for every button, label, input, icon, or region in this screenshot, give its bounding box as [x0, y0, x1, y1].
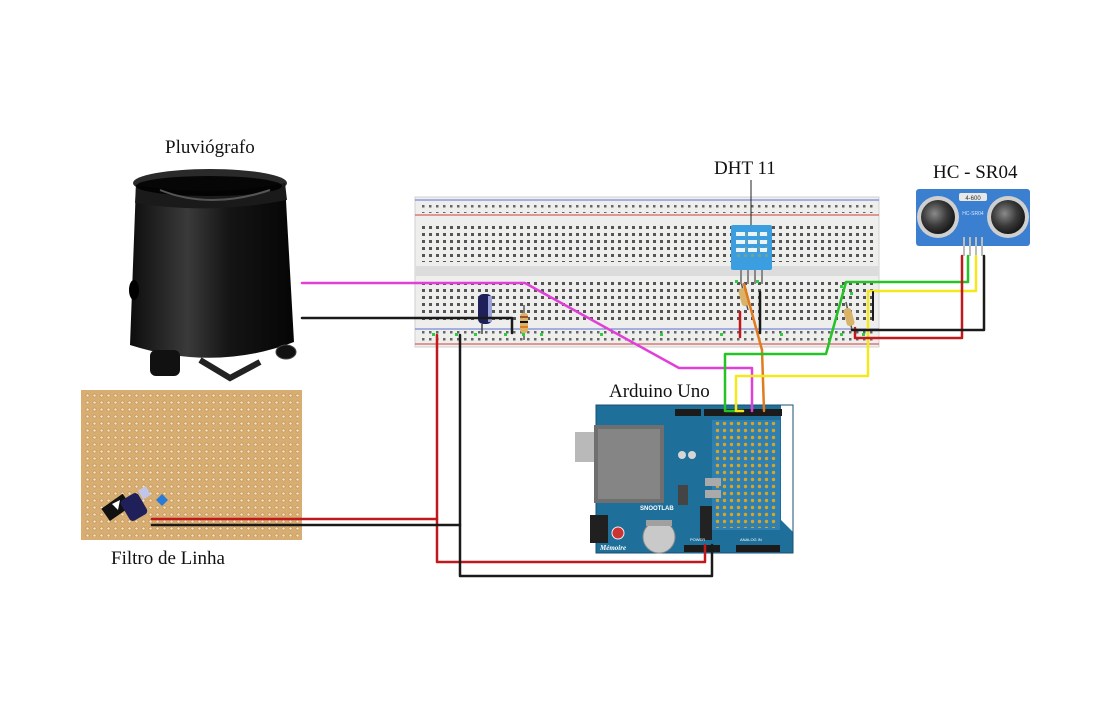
wire-red-hc [853, 254, 964, 340]
shield-brand-text: SNOOTLAB [640, 506, 674, 512]
breadboard [414, 196, 880, 348]
wire-magenta [300, 281, 754, 413]
resistor-3 [843, 301, 855, 331]
capacitor-component [120, 486, 151, 521]
line-filter-board [81, 390, 302, 540]
wire-black-hc [850, 254, 986, 332]
hc-sr04-label: HC - SR04 [933, 162, 1018, 183]
connection-dots [432, 280, 865, 336]
wires [150, 254, 986, 578]
wire-red-power [435, 333, 707, 564]
wire-black-gauge [300, 316, 514, 335]
hc-sr04-sensor: 4-600 HC-SR04 [916, 189, 1030, 256]
rain-gauge-image [129, 169, 297, 382]
shield-name-text: Mémoire [599, 544, 626, 552]
dht11-sensor [731, 180, 772, 284]
power-header-text: POWER [690, 537, 705, 542]
module-model-text: HC-SR04 [962, 211, 984, 217]
arduino-label: Arduino Uno [609, 381, 710, 402]
electrolytic-capacitor [478, 294, 492, 334]
dht11-label: DHT 11 [714, 158, 776, 179]
analog-header-text: ANALOG IN [740, 537, 762, 542]
rain-gauge-label: Pluviógrafo [165, 137, 255, 158]
wire-green [723, 254, 970, 413]
wire-black-ground [458, 333, 714, 578]
wire-orange-dht [742, 282, 766, 413]
wire-yellow [734, 254, 978, 413]
line-filter-label: Filtro de Linha [111, 548, 225, 569]
arduino-uno-board: SNOOTLAB Mémoire POWER ANALOG IN [575, 404, 794, 554]
module-crystal-text: 4-600 [965, 196, 981, 202]
